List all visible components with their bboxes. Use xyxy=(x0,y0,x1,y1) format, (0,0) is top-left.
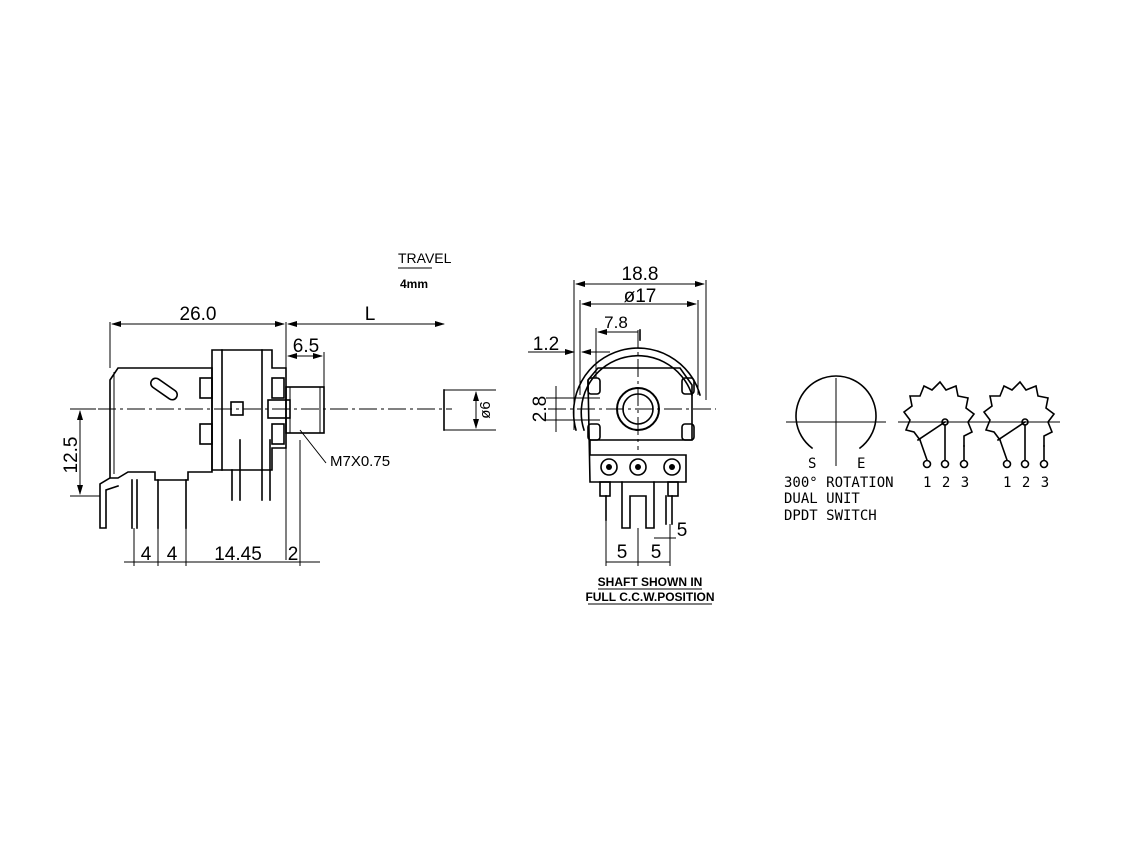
resistor-2-pin-labels: 1 2 3 xyxy=(1003,475,1050,491)
front-note-line-2: FULL C.C.W.POSITION xyxy=(585,590,714,604)
side-dim-26-text: 26.0 xyxy=(180,304,217,325)
front-view: 18.8 ø17 7.8 1.2 2.8 5 5 5 SHAFT SHOWN I… xyxy=(528,264,716,605)
side-slot xyxy=(150,377,178,401)
side-pin-dim-2: 4 xyxy=(167,544,178,565)
resistor-2-wiper xyxy=(996,420,1027,442)
resistor-1-pin-3 xyxy=(959,459,969,469)
rotation-start-label: S xyxy=(808,456,816,472)
resistor-2-lead-1 xyxy=(998,438,1009,462)
front-pin-block xyxy=(621,481,655,529)
front-note-line-1: SHAFT SHOWN IN xyxy=(598,575,703,589)
front-dim-78-text: 7.8 xyxy=(604,313,628,332)
spec-line-2: DUAL UNIT xyxy=(784,491,860,507)
resistor-1-pin-labels: 1 2 3 xyxy=(923,475,970,491)
front-dim-188-text: 18.8 xyxy=(622,264,659,285)
rotation-end-label: E xyxy=(857,456,865,472)
schematic: S E 300° ROTATION DUAL UNIT DPDT SWITCH … xyxy=(784,375,1060,524)
side-pin-dim-4: 2 xyxy=(288,544,299,565)
side-body-outline xyxy=(109,367,213,481)
front-ear-right-bot xyxy=(681,423,695,441)
side-pin-dim-1: 4 xyxy=(141,544,152,565)
front-terminal-2-dot xyxy=(635,464,641,470)
front-terminal-1-dot xyxy=(606,464,612,470)
front-shaft-inner xyxy=(622,393,654,425)
rotation-arc xyxy=(795,375,877,450)
front-body-circle xyxy=(572,347,701,431)
front-ear-right-top xyxy=(681,377,695,395)
side-frame-tab-1 xyxy=(199,377,213,399)
resistor-2-pin-1 xyxy=(1002,459,1012,469)
resistor-2-zigzag xyxy=(982,380,1056,447)
resistor-1-pin-2 xyxy=(940,459,950,469)
resistor-1-zigzag xyxy=(902,380,976,447)
side-dim-h-text: 12.5 xyxy=(61,437,82,474)
side-frame-tab-4 xyxy=(271,423,285,445)
travel-value: 4mm xyxy=(400,277,428,291)
front-terminal-2 xyxy=(629,458,647,476)
front-ear-bot xyxy=(587,423,601,441)
side-dim-65-text: 6.5 xyxy=(293,336,319,357)
front-pin-row-dim: 5 xyxy=(677,520,688,541)
resistor-1-lead-1 xyxy=(918,438,929,462)
resistor-1-pin-1 xyxy=(922,459,932,469)
thread-spec-text: M7X0.75 xyxy=(330,453,390,470)
side-frame xyxy=(211,349,287,471)
front-dim-12-text: 1.2 xyxy=(533,334,559,355)
side-pin-dim-3: 14.45 xyxy=(214,544,262,565)
side-bent-terminal xyxy=(99,476,120,529)
front-shaft-outer xyxy=(616,387,660,431)
front-leg-1 xyxy=(599,481,611,497)
front-ear-top xyxy=(587,377,601,395)
resistor-2-pin-2 xyxy=(1020,459,1030,469)
front-terminal-3 xyxy=(663,458,681,476)
front-pin-dim-1: 5 xyxy=(617,542,628,563)
side-dim-dia-text: ø6 xyxy=(477,401,494,419)
side-dim-l-text: L xyxy=(365,304,376,325)
front-terminal-1 xyxy=(600,458,618,476)
side-view: 26.0 L 6.5 TRAVEL 4mm ø6 M7X0.75 12.5 4 … xyxy=(61,250,496,566)
side-frame-tab-3 xyxy=(271,377,285,399)
front-body-inner xyxy=(580,354,694,432)
front-pin-dim-2: 5 xyxy=(651,542,662,563)
front-leg-2 xyxy=(667,481,679,497)
resistor-2-pin-3 xyxy=(1039,459,1049,469)
travel-label: TRAVEL xyxy=(398,250,452,266)
side-frame-tab-2 xyxy=(199,423,213,445)
side-center-square xyxy=(230,401,244,416)
front-dim-28-text: 2.8 xyxy=(530,396,551,422)
spec-line-1: 300° ROTATION xyxy=(784,475,894,491)
front-terminal-3-dot xyxy=(669,464,675,470)
front-dim-17-text: ø17 xyxy=(624,286,657,307)
spec-line-3: DPDT SWITCH xyxy=(784,508,877,524)
thread-leader xyxy=(299,429,327,464)
resistor-1-wiper xyxy=(916,420,947,442)
side-shaft xyxy=(285,386,325,434)
